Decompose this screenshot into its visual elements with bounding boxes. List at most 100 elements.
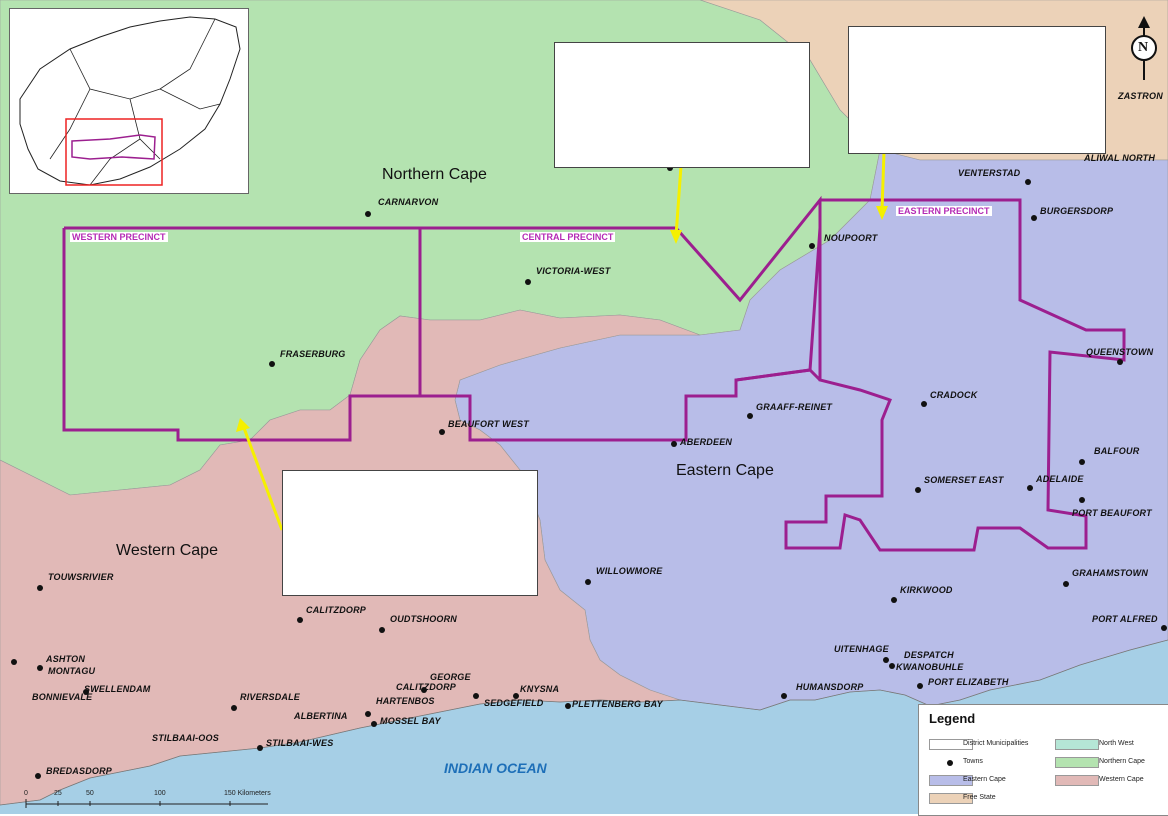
- town-label: HUMANSDORP: [796, 682, 864, 692]
- inset-precinct-outline: [71, 134, 156, 160]
- western-precinct-boundary: [62, 226, 422, 442]
- callout-box-eastern: [848, 26, 1106, 154]
- town-dot: [883, 657, 889, 663]
- town-dot: [891, 597, 897, 603]
- precinct-label-central: CENTRAL PRECINCT: [520, 232, 616, 242]
- town-label: UITENHAGE: [834, 644, 889, 654]
- town-label: ALBERTINA: [294, 711, 348, 721]
- town-label: HARTENBOS: [376, 696, 435, 706]
- town-dot: [379, 627, 385, 633]
- town-markers: [11, 165, 1167, 779]
- town-label: CARNARVON: [378, 197, 439, 207]
- town-label: BEAUFORT WEST: [448, 419, 529, 429]
- town-dot: [889, 663, 895, 669]
- north-arrow-icon: [1131, 16, 1157, 80]
- town-dot: [231, 705, 237, 711]
- town-label: SEDGEFIELD: [484, 698, 544, 708]
- inset-locator-map: [9, 8, 249, 194]
- town-label: GRAHAMSTOWN: [1072, 568, 1149, 578]
- town-label: MOSSEL BAY: [380, 716, 441, 726]
- legend-label-eastern-cape: Eastern Cape: [963, 776, 1006, 783]
- town-dot: [565, 703, 571, 709]
- town-label: DESPATCH: [904, 650, 954, 660]
- town-dot: [1079, 459, 1085, 465]
- legend-swatch-eastern-cape: [929, 775, 973, 786]
- town-label: WILLOWMORE: [596, 566, 663, 576]
- town-dot: [585, 579, 591, 585]
- callout-box-western: [282, 470, 538, 596]
- legend-swatch-towns: [947, 760, 953, 766]
- callout-arrows: [236, 151, 888, 531]
- town-label: PLETTENBERG BAY: [572, 699, 663, 709]
- town-dot: [1117, 359, 1123, 365]
- town-dot: [421, 687, 427, 693]
- town-dot: [917, 683, 923, 689]
- town-label: BONNIEVALE: [32, 692, 93, 702]
- town-label: PORT BEAUFORT: [1072, 508, 1152, 518]
- town-label: ALIWAL NORTH: [1084, 153, 1156, 163]
- town-dot: [921, 401, 927, 407]
- town-dot: [365, 211, 371, 217]
- province-label-eastern-cape: Eastern Cape: [676, 462, 774, 479]
- arrowhead-central: [670, 230, 682, 244]
- town-label: NOUPOORT: [824, 233, 878, 243]
- arrowhead-western: [236, 418, 250, 432]
- town-label: KIRKWOOD: [900, 585, 953, 595]
- town-label: PORT ELIZABETH: [928, 677, 1009, 687]
- legend-label-north-west: North West: [1099, 740, 1134, 747]
- town-label: FRASERBURG: [280, 349, 346, 359]
- scale-bar: 0 25 50 100 150 Kilometers: [20, 790, 310, 812]
- town-label: STILBAAI-WES: [266, 738, 334, 748]
- town-label: ASHTON: [46, 654, 86, 664]
- legend-label-free-state: Free State: [963, 794, 996, 801]
- coastline: [0, 639, 1168, 806]
- town-label: BURGERSDORP: [1040, 206, 1114, 216]
- arrow-central: [674, 165, 683, 237]
- town-label: STILBAAI-OOS: [152, 733, 219, 743]
- inset-south-africa-outline: [19, 16, 241, 186]
- town-label: GEORGE: [430, 672, 471, 682]
- scale-tick-label: 150 Kilometers: [224, 790, 271, 797]
- town-label: MONTAGU: [48, 666, 96, 676]
- town-dot: [671, 441, 677, 447]
- town-label: VICTORIA-WEST: [536, 266, 611, 276]
- town-dot: [371, 721, 377, 727]
- town-dot: [269, 361, 275, 367]
- town-dot: [473, 693, 479, 699]
- town-label: CALITZDORP: [396, 682, 456, 692]
- callout-box-central: [554, 42, 810, 168]
- town-dot: [1079, 497, 1085, 503]
- inset-province-lines: [49, 18, 221, 186]
- eastern-precinct-boundary: [784, 198, 1126, 552]
- legend-swatch-north-west: [1055, 739, 1099, 750]
- legend-swatch-western-cape: [1055, 775, 1099, 786]
- town-label: KNYSNA: [520, 684, 560, 694]
- town-dot: [365, 711, 371, 717]
- arrowhead-eastern: [876, 206, 888, 220]
- town-dot: [35, 773, 41, 779]
- town-label: BREDASDORP: [46, 766, 113, 776]
- town-label: GRAAFF-REINET: [756, 402, 833, 412]
- town-label: CRADOCK: [930, 390, 978, 400]
- legend-label-western-cape: Western Cape: [1099, 776, 1144, 783]
- town-label: SOMERSET EAST: [924, 475, 1004, 485]
- legend-swatch-district: [929, 739, 973, 750]
- scale-tick-label: 50: [86, 790, 94, 797]
- legend-swatch-northern-cape: [1055, 757, 1099, 768]
- precinct-label-western: WESTERN PRECINCT: [70, 232, 168, 242]
- town-dot: [257, 745, 263, 751]
- town-label: ADELAIDE: [1036, 474, 1084, 484]
- town-dot: [11, 659, 17, 665]
- legend-title: Legend: [929, 711, 976, 726]
- town-dot: [747, 413, 753, 419]
- town-dot: [439, 429, 445, 435]
- province-label-northern-cape: Northern Cape: [382, 166, 487, 183]
- ocean-label: INDIAN OCEAN: [444, 760, 547, 776]
- arrow-eastern: [880, 151, 886, 211]
- town-dot: [1031, 215, 1037, 221]
- town-label: VENTERSTAD: [958, 168, 1021, 178]
- legend-label-northern-cape: Northern Cape: [1099, 758, 1145, 765]
- town-label: ABERDEEN: [680, 437, 733, 447]
- town-label: BALFOUR: [1094, 446, 1140, 456]
- legend: Legend District Municipalities Towns Eas…: [918, 704, 1168, 816]
